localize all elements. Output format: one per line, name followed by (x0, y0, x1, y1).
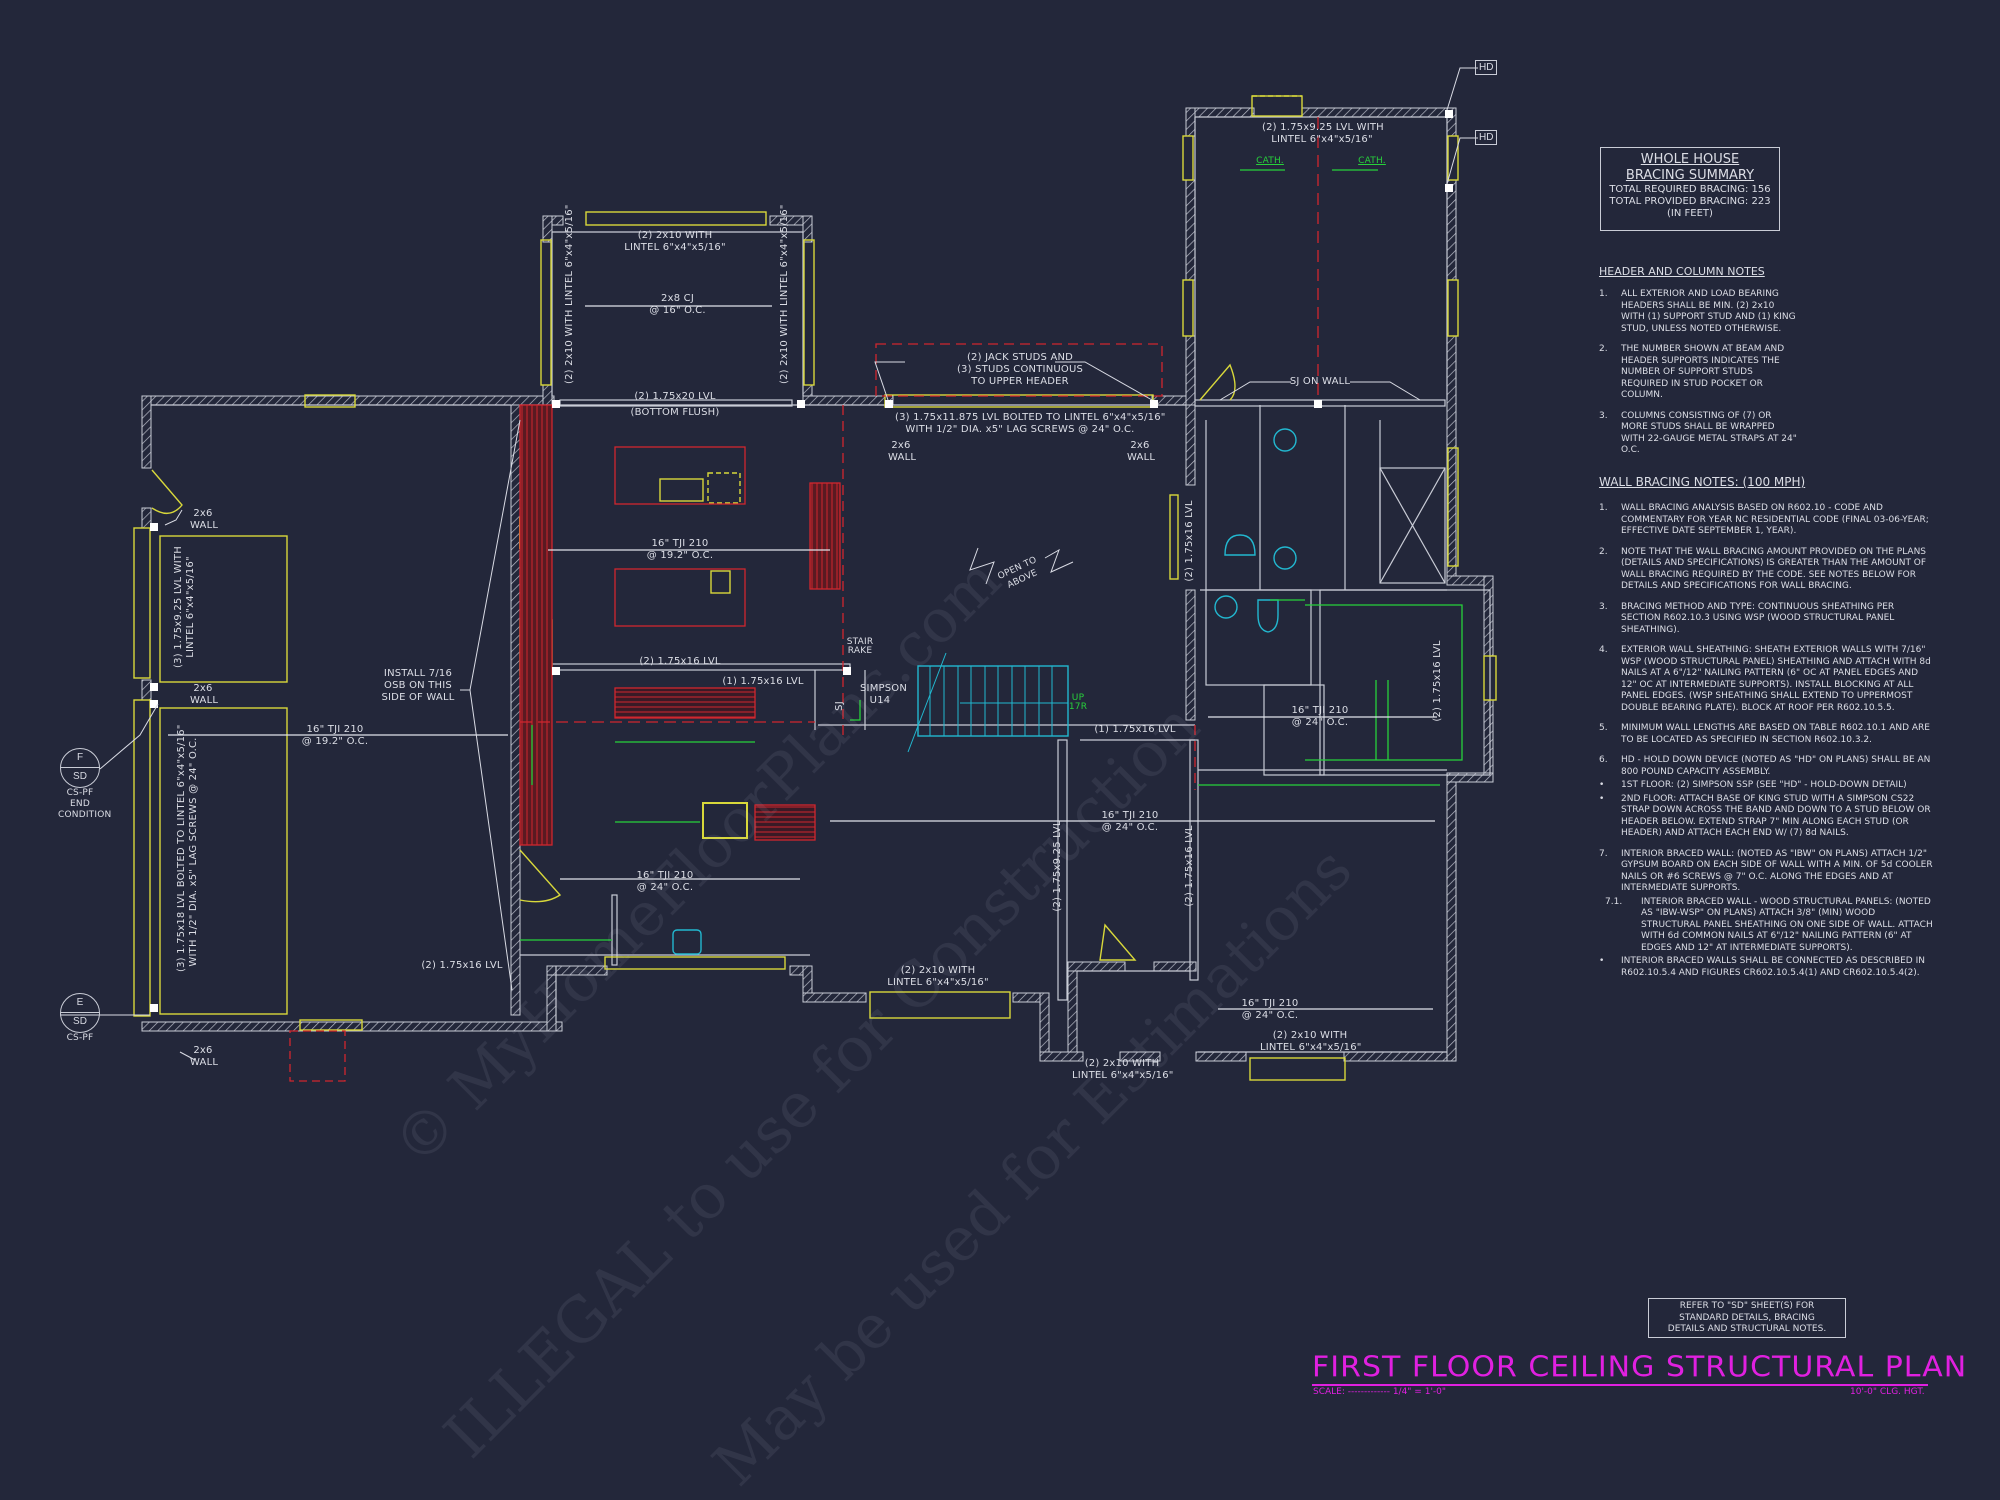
summary-heading-2: BRACING SUMMARY (1625, 168, 1755, 183)
bracing-summary-box: WHOLE HOUSE BRACING SUMMARY TOTAL REQUIR… (1600, 147, 1780, 231)
cathedral-label-right: CATH. (1358, 156, 1386, 166)
header-column-notes-list: 1.ALL EXTERIOR AND LOAD BEARING HEADERS … (1599, 289, 1799, 466)
sj-on-wall-label: SJ ON WALL (1289, 376, 1351, 387)
hold-down-tag-2: HD (1475, 130, 1498, 145)
summary-heading-1: WHOLE HOUSE (1640, 152, 1740, 167)
wb-note: •1ST FLOOR: (2) SIMPSON SSP (SEE "HD" - … (1599, 780, 1907, 790)
bedroom-joist-label: 16" TJI 210@ 24" O.C. (1241, 998, 1299, 1021)
mud-joist-label: 16" TJI 210@ 24" O.C. (636, 870, 694, 893)
wb-note: 1.WALL BRACING ANALYSIS BASED ON R602.10… (1599, 503, 1929, 536)
wb-note: •INTERIOR BRACED WALLS SHALL BE CONNECTE… (1599, 956, 1925, 978)
green-framing (520, 169, 1463, 941)
wall-bracing-notes-list: 1.WALL BRACING ANALYSIS BASED ON R602.10… (1599, 503, 1935, 988)
wb-note: 2.NOTE THAT THE WALL BRACING AMOUNT PROV… (1599, 546, 1927, 592)
summary-required: TOTAL REQUIRED BRACING: 156 (1609, 184, 1771, 195)
cabinets-and-dashed-beams (289, 117, 1319, 1082)
lvl-11875-beam-label: (3) 1.75x11.875 LVL BOLTED TO LINTEL 6"x… (895, 412, 1166, 435)
lvl-16-vertical-mid-label: (2) 1.75x16 LVL (1184, 825, 1195, 907)
hc-note: 1.ALL EXTERIOR AND LOAD BEARING HEADERS … (1599, 289, 1796, 334)
kitchen-lvl-beam-label: (2) 1.75x16 LVL (639, 656, 721, 667)
exterior-walls (141, 107, 1494, 1062)
callout-e-caption: CS-PF (66, 1033, 94, 1043)
wb-note: 3.BRACING METHOD AND TYPE: CONTINUOUS SH… (1599, 601, 1895, 635)
wb-note: 4.EXTERIOR WALL SHEATHING: SHEATH EXTERI… (1599, 645, 1931, 713)
hc-note: 2.THE NUMBER SHOWN AT BEAM AND HEADER SU… (1599, 344, 1785, 400)
lvl-16-vertical-bath-label: (2) 1.75x16 LVL (1184, 500, 1195, 582)
leader-lines (60, 67, 1478, 1061)
ceiling-joist-label: 2x8 CJ@ 16" O.C. (649, 293, 706, 316)
wb-note: •2ND FLOOR: ATTACH BASE OF KING STUD WIT… (1599, 793, 1931, 839)
sheet-title: FIRST FLOOR CEILING STRUCTURAL PLAN (1312, 1350, 1968, 1385)
right-lvl-beam-label: (1) 1.75x16 LVL (1094, 724, 1176, 735)
garage-header-lower-label: (3) 1.75x18 LVL BOLTED TO LINTEL 6"x4"x5… (176, 724, 199, 972)
wb-note: 6.HD - HOLD DOWN DEVICE (NOTED AS "HD" O… (1599, 755, 1931, 777)
header-column-notes-heading: HEADER AND COLUMN NOTES (1599, 265, 1765, 278)
scale-label: SCALE: ------------- 1/4" = 1'-0" (1313, 1387, 1447, 1397)
summary-provided: TOTAL PROVIDED BRACING: 223 (1609, 196, 1771, 207)
bonus-left-header-label: (2) 2x10 WITH LINTEL 6"x4"x5/16" (564, 204, 575, 384)
garage-joist-label: 16" TJI 210@ 19.2" O.C. (301, 724, 369, 747)
support-stud-markers (150, 110, 1453, 1012)
lvl-16-lower-label: (2) 1.75x16 LVL (421, 960, 503, 971)
wb-note: 7.1.INTERIOR BRACED WALL - WOOD STRUCTUR… (1605, 896, 1933, 953)
stair-and-fixtures (672, 428, 1297, 955)
joist-span-arrows (168, 305, 1437, 1010)
ceiling-height-label: 10'-0" CLG. HGT. (1850, 1387, 1925, 1397)
summary-units: (IN FEET) (1667, 208, 1713, 219)
family-joist-label: 16" TJI 210@ 24" O.C. (1101, 810, 1159, 833)
lvl-16-vertical-right-label: (2) 1.75x16 LVL (1432, 640, 1443, 722)
single-lvl-beam-label: (1) 1.75x16 LVL (722, 676, 804, 687)
kitchen-joist-label: 16" TJI 210@ 19.2" O.C. (646, 538, 714, 561)
lvl-20-beam-label: (2) 1.75x20 LVL(BOTTOM FLUSH) (630, 391, 720, 418)
interior-lines (151, 116, 1491, 1053)
hc-note: 3.COLUMNS CONSISTING OF (7) OR MORE STUD… (1599, 410, 1797, 456)
bath-joist-label: 16" TJI 210@ 24" O.C. (1291, 705, 1349, 728)
bonus-right-header-label: (2) 2x10 WITH LINTEL 6"x4"x5/16" (779, 204, 790, 384)
hold-down-tag-1: HD (1475, 60, 1498, 75)
title-underline (1312, 1384, 1928, 1386)
lvl-925-vertical-label: (2) 1.75x9.25 LVL (1052, 820, 1063, 912)
wb-note: 5.MINIMUM WALL LENGTHS ARE BASED ON TABL… (1599, 723, 1930, 745)
wall-bracing-notes-heading: WALL BRACING NOTES: (100 MPH) (1599, 475, 1806, 489)
cathedral-label-left: CATH. (1256, 156, 1284, 166)
wb-note: 7.INTERIOR BRACED WALL: (NOTED AS "IBW" … (1599, 848, 1933, 894)
stair-joist-label: SJ (834, 701, 845, 711)
